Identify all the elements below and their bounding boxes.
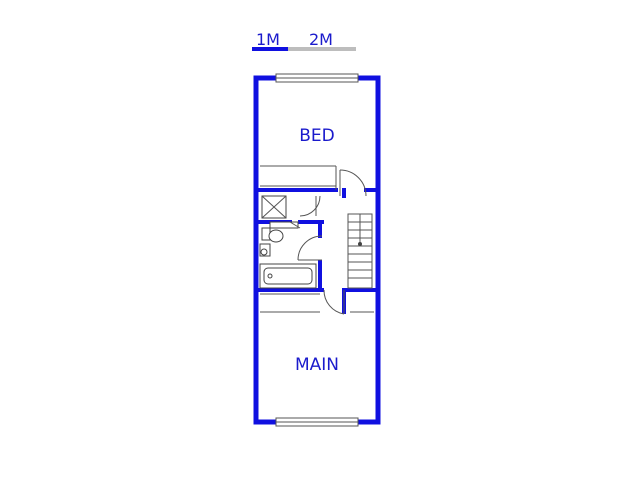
- staircase: [347, 213, 373, 289]
- wc-door-swing: [297, 235, 323, 261]
- toilet: [261, 227, 284, 243]
- sink: [259, 243, 271, 257]
- closet-lines: [260, 165, 374, 313]
- bathtub: [259, 263, 317, 289]
- scale-bar: 1M 2M: [252, 30, 356, 51]
- scale-label-2m: 2M: [309, 30, 333, 49]
- scale-label-1m: 1M: [256, 30, 280, 49]
- room-label-bed: BED: [299, 126, 335, 146]
- vanity: [269, 221, 301, 229]
- shower: [261, 195, 287, 219]
- doors: [297, 169, 367, 315]
- scale-bar-empty-segment: [288, 47, 356, 51]
- bath-door-swing: [299, 195, 321, 217]
- room-label-main: MAIN: [295, 355, 339, 375]
- main-door-swing: [323, 289, 345, 315]
- bedroom-door-swing: [339, 169, 367, 197]
- top-window: [275, 73, 359, 83]
- bottom-window: [275, 417, 359, 427]
- scale-bar-filled-segment: [252, 47, 288, 51]
